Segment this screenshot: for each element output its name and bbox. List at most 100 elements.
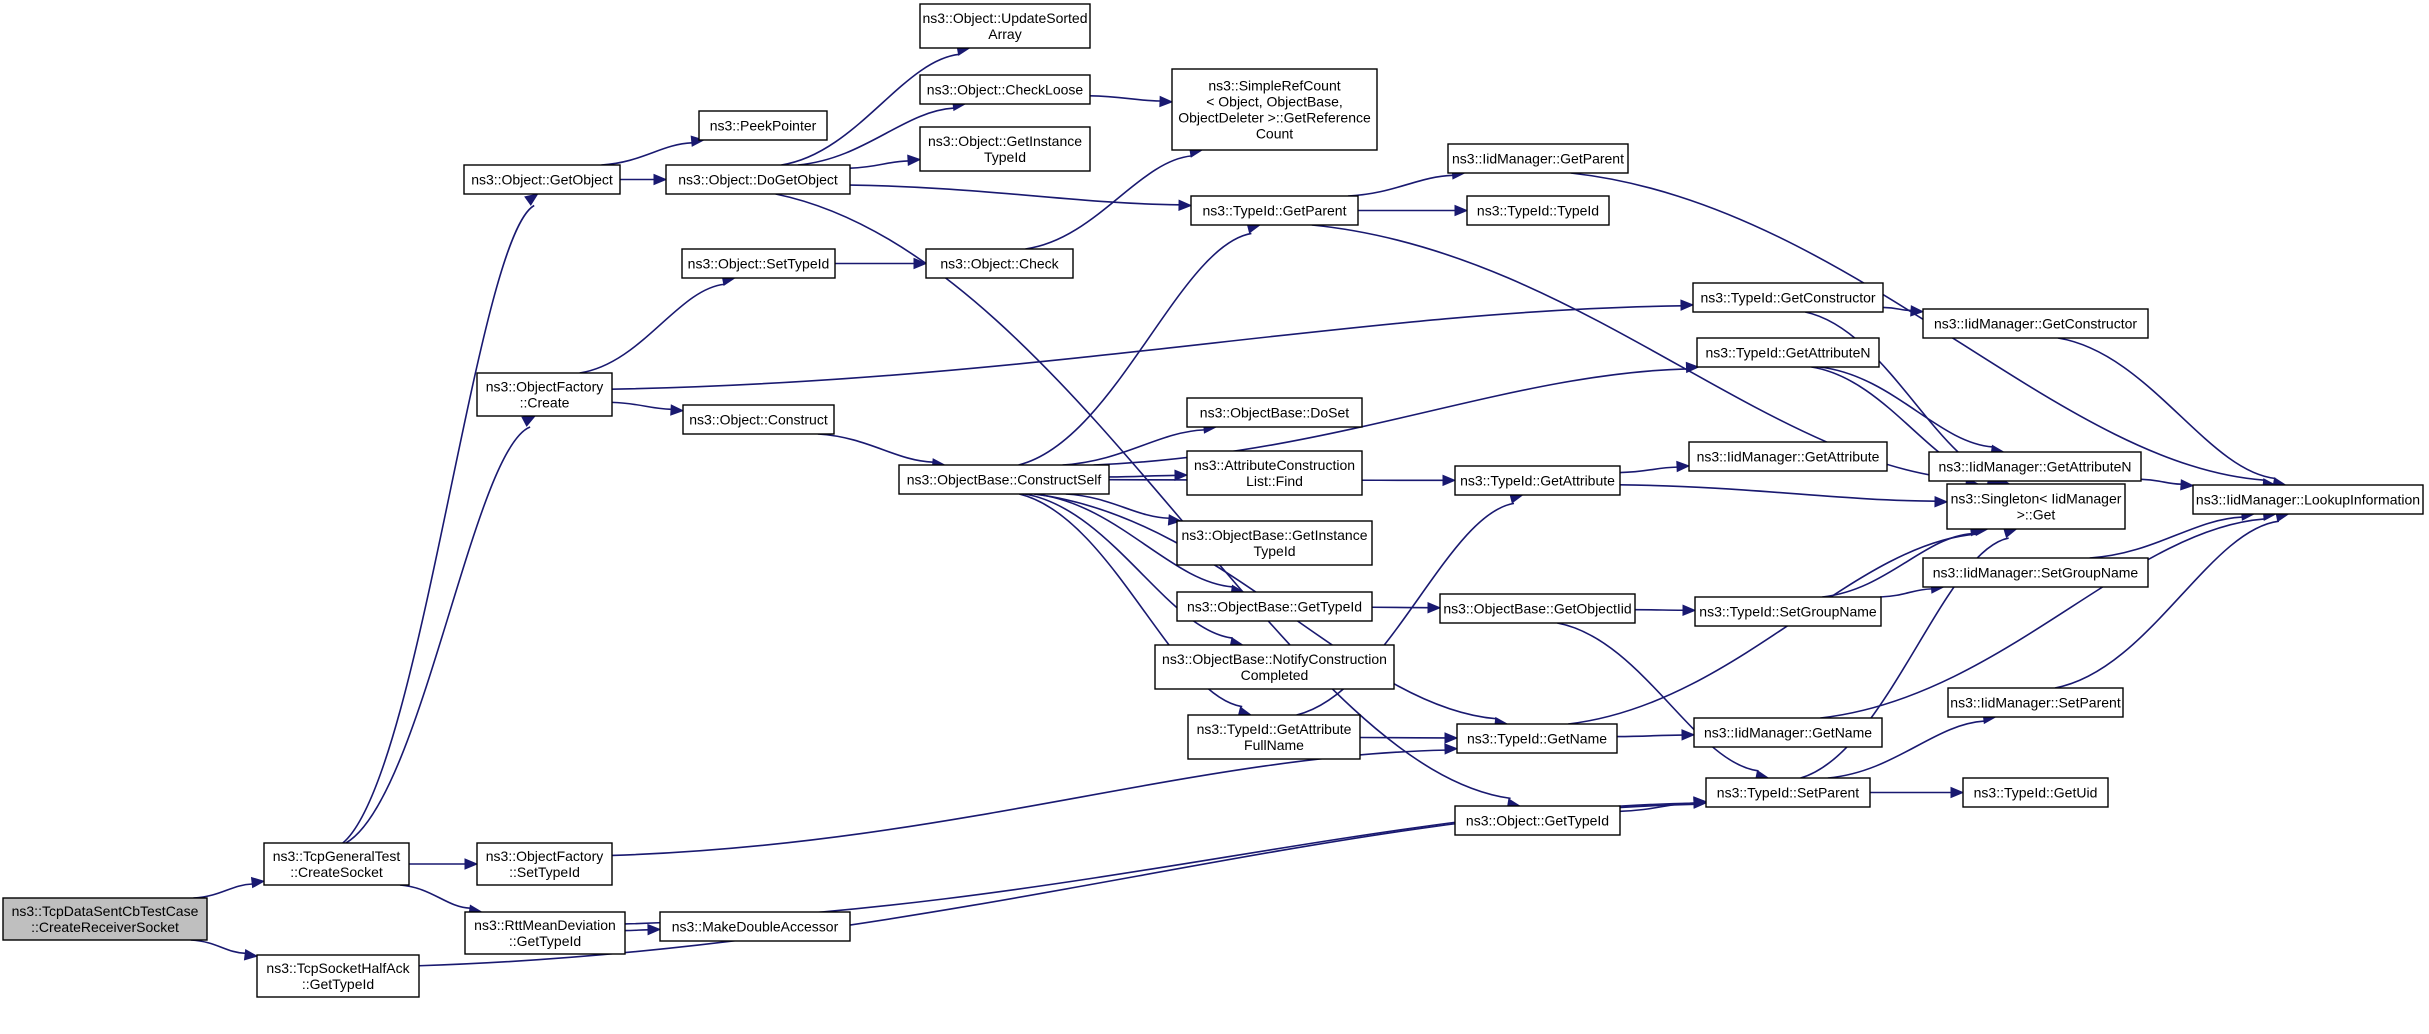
- node-box: [919, 3, 1091, 49]
- node-label-line: ObjectDeleter >::GetReference: [1178, 110, 1371, 126]
- node-object_gettypeid[interactable]: ns3::Object::GetTypeId: [1454, 805, 1621, 836]
- node-label-line: ns3::TypeId::GetAttributeN: [1706, 345, 1871, 361]
- edge-dogetobject-to-getinstancetypeid: [849, 160, 909, 169]
- node-tcpsockethalfack[interactable]: ns3::TcpSocketHalfAck::GetTypeId: [256, 954, 420, 998]
- node-label-line: ns3::TcpDataSentCbTestCase: [12, 903, 199, 919]
- node-tcpgeneral_createsocket[interactable]: ns3::TcpGeneralTest::CreateSocket: [263, 842, 410, 886]
- node-objectbase_gettypeid[interactable]: ns3::ObjectBase::GetTypeId: [1176, 591, 1373, 622]
- node-singleton_get[interactable]: ns3::Singleton< IidManager >::Get: [1946, 483, 2126, 530]
- node-object_settypeid[interactable]: ns3::Object::SetTypeId: [681, 248, 836, 279]
- node-object_construct[interactable]: ns3::Object::Construct: [682, 404, 835, 435]
- node-box: [2, 897, 208, 941]
- node-typeid_setgroupname[interactable]: ns3::TypeId::SetGroupName: [1694, 596, 1882, 627]
- arrowhead-typeid_getparent-to-typeid_typeid: [1454, 204, 1469, 217]
- arrowhead-object_getobject-to-peekpointer: [690, 135, 705, 147]
- node-box: [256, 954, 420, 998]
- node-tcpdatasent[interactable]: ns3::TcpDataSentCbTestCase::CreateReceiv…: [2, 897, 208, 941]
- node-label-line: ns3::IidManager::LookupInformation: [2196, 492, 2420, 508]
- node-objectfactory_settypeid[interactable]: ns3::ObjectFactory::SetTypeId: [476, 842, 613, 886]
- node-iidmanager_getattributen[interactable]: ns3::IidManager::GetAttributeN: [1928, 451, 2142, 482]
- edge-iidmanager_getattributen-to-lookupinformation: [2140, 478, 2182, 485]
- node-constructself[interactable]: ns3::ObjectBase::ConstructSelf: [898, 464, 1110, 495]
- edge-tcpgeneral_createsocket-to-rttmeandeviation: [399, 884, 471, 910]
- node-lookupinformation[interactable]: ns3::IidManager::LookupInformation: [2192, 484, 2424, 515]
- node-typeid_getattributen[interactable]: ns3::TypeId::GetAttributeN: [1696, 337, 1880, 368]
- node-iidmanager_setparent[interactable]: ns3::IidManager::SetParent: [1947, 687, 2124, 718]
- node-box: [925, 248, 1074, 279]
- node-label-line: >::Get: [2017, 507, 2056, 523]
- arrowhead-constructself-to-typeid_getattribute: [1442, 474, 1457, 487]
- arrowhead-constructself-to-attrconstructionlist_find: [1174, 469, 1189, 481]
- node-label-line: ns3::Object::Check: [940, 256, 1059, 272]
- node-label-line: Array: [988, 26, 1021, 42]
- node-label-line: ns3::Singleton< IidManager: [1951, 491, 2122, 507]
- node-label-line: ns3::ObjectBase::GetObjectIid: [1443, 601, 1631, 617]
- node-label-line: ns3::Object::DoGetObject: [678, 172, 838, 188]
- node-box: [1447, 143, 1629, 174]
- node-label-line: ns3::TcpSocketHalfAck: [266, 960, 410, 976]
- edge-constructself-to-getattributefullname: [1019, 493, 1243, 708]
- node-label-line: ns3::IidManager::GetName: [1704, 725, 1872, 741]
- node-typeid_getconstructor[interactable]: ns3::TypeId::GetConstructor: [1692, 282, 1884, 313]
- node-box: [476, 372, 613, 417]
- node-label-line: ::SetTypeId: [509, 864, 580, 880]
- edge-constructself-to-objectbase_doset: [1062, 429, 1205, 466]
- node-iidmanager_getparent[interactable]: ns3::IidManager::GetParent: [1447, 143, 1629, 174]
- node-objectfactory_create[interactable]: ns3::ObjectFactory::Create: [476, 372, 613, 417]
- node-box: [919, 126, 1091, 172]
- node-iidmanager_setgroupname[interactable]: ns3::IidManager::SetGroupName: [1922, 557, 2149, 588]
- node-notifyconstructioncompleted[interactable]: ns3::ObjectBase::NotifyConstructionCompl…: [1154, 644, 1395, 690]
- node-label-line: ns3::IidManager::SetParent: [1950, 695, 2121, 711]
- node-typeid_getparent[interactable]: ns3::TypeId::GetParent: [1190, 195, 1359, 226]
- node-iidmanager_getname[interactable]: ns3::IidManager::GetName: [1693, 717, 1883, 748]
- node-label-line: ns3::TypeId::GetParent: [1203, 203, 1347, 219]
- node-typeid_getuid[interactable]: ns3::TypeId::GetUid: [1962, 777, 2109, 808]
- node-typeid_getname[interactable]: ns3::TypeId::GetName: [1456, 723, 1618, 754]
- edge-tcpdatasent-to-tcpsockethalfack: [190, 939, 246, 955]
- node-label-line: ::GetTypeId: [302, 976, 374, 992]
- node-label-line: ns3::Object::UpdateSorted: [923, 10, 1088, 26]
- node-iidmanager_getconstructor[interactable]: ns3::IidManager::GetConstructor: [1922, 308, 2149, 339]
- edge-typeid_setgroupname-to-iidmanager_setgroupname: [1879, 588, 1932, 598]
- node-label-line: ns3::IidManager::GetAttribute: [1697, 449, 1880, 465]
- edge-objectfactory_settypeid-to-typeid_getname: [611, 749, 1446, 857]
- node-peekpointer[interactable]: ns3::PeekPointer: [698, 110, 828, 141]
- node-getobjectiid[interactable]: ns3::ObjectBase::GetObjectIid: [1439, 593, 1636, 624]
- node-label-line: ns3::Object::GetInstance: [928, 133, 1082, 149]
- node-object_check[interactable]: ns3::Object::Check: [925, 248, 1074, 279]
- node-simplerefcount[interactable]: ns3::SimpleRefCount< Object, ObjectBase,…: [1171, 68, 1378, 151]
- node-label-line: ::Create: [520, 395, 570, 411]
- arrowhead-typeid_getattribute-to-singleton_get: [1934, 495, 1949, 508]
- node-dogetobject[interactable]: ns3::Object::DoGetObject: [665, 164, 851, 195]
- node-box: [463, 164, 621, 195]
- node-objectbase_doset[interactable]: ns3::ObjectBase::DoSet: [1186, 397, 1363, 428]
- edge-objectfactory_create-to-object_construct: [611, 401, 672, 411]
- node-box: [1190, 195, 1359, 226]
- node-object_getobject[interactable]: ns3::Object::GetObject: [463, 164, 621, 195]
- edge-objectfactory_create-to-object_settypeid: [579, 283, 725, 374]
- node-typeid_setparent[interactable]: ns3::TypeId::SetParent: [1705, 777, 1871, 808]
- edge-tcpgeneral_createsocket-to-object_getobject: [342, 204, 535, 844]
- node-makedoubleaccessor[interactable]: ns3::MakeDoubleAccessor: [659, 911, 851, 942]
- node-box: [898, 464, 1110, 495]
- node-typeid_typeid[interactable]: ns3::TypeId::TypeId: [1466, 195, 1610, 226]
- node-iidmanager_getattribute[interactable]: ns3::IidManager::GetAttribute: [1688, 441, 1888, 472]
- node-box: [1928, 451, 2142, 482]
- edge-object_getobject-to-peekpointer: [601, 142, 693, 166]
- edge-object_construct-to-constructself: [817, 433, 934, 463]
- edge-getobjectiid-to-typeid_setgroupname: [1634, 608, 1684, 612]
- node-label-line: ns3::TypeId::GetAttribute: [1460, 473, 1615, 489]
- node-checkloose[interactable]: ns3::Object::CheckLoose: [919, 74, 1091, 105]
- node-rttmeandeviation[interactable]: ns3::RttMeanDeviation::GetTypeId: [464, 911, 626, 955]
- node-label-line: ns3::TcpGeneralTest: [273, 848, 401, 864]
- edge-typeid_setparent-to-singleton_get: [1800, 537, 2009, 779]
- node-label-line: ns3::ObjectBase::NotifyConstruction: [1162, 651, 1387, 667]
- node-box: [2192, 484, 2424, 515]
- node-label-line: ns3::Object::CheckLoose: [927, 82, 1084, 98]
- node-typeid_getattribute[interactable]: ns3::TypeId::GetAttribute: [1454, 465, 1621, 496]
